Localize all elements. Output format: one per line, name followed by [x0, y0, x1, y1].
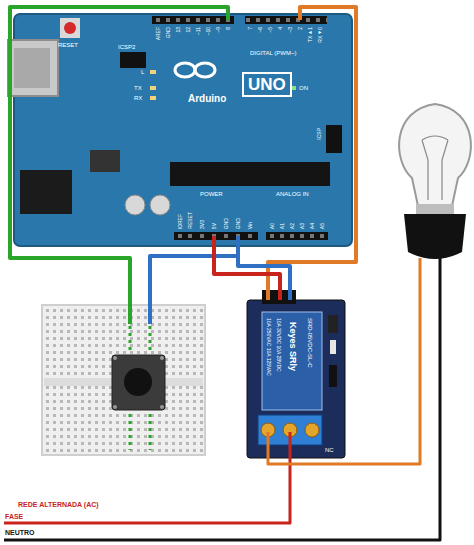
- label-text: AREF: [156, 27, 161, 40]
- label-text: DIGITAL (PWM~): [250, 50, 297, 56]
- label-text: 7: [248, 27, 253, 30]
- label-text: A4: [310, 223, 315, 229]
- relay-module-art: [247, 284, 345, 458]
- label-text: A5: [320, 223, 325, 229]
- label-text: RX◄0: [318, 27, 323, 43]
- label-text: RESET: [58, 42, 78, 48]
- label-text: TX►1: [308, 27, 313, 42]
- label-text: 5V: [212, 223, 217, 229]
- label-text: REDE ALTERNADA (AC): [18, 501, 99, 508]
- label-text: 10A 30VDC 10A 28VDC: [276, 318, 281, 372]
- label-text: GND: [236, 218, 241, 229]
- relay-module: Keyes SRly SRD-05VDC-SL-C: [247, 300, 345, 458]
- label-text: 8: [226, 27, 231, 30]
- brand-text: Keyes SRly: [288, 322, 297, 371]
- label-text: ~6: [258, 27, 263, 33]
- label-text: GND: [224, 218, 229, 229]
- arduino-board-art: [8, 14, 352, 246]
- label-text: POWER: [200, 191, 223, 197]
- label-text: 3V3: [200, 220, 205, 229]
- label-text: ~5: [268, 27, 273, 33]
- label-text: A2: [290, 223, 295, 229]
- label-text: ~9: [216, 27, 221, 33]
- label-text: TX: [134, 85, 142, 91]
- label-text: 13: [176, 27, 181, 33]
- brand-text: Arduino: [188, 94, 226, 104]
- label-text: L: [141, 69, 144, 75]
- label-text: ICSP: [317, 128, 322, 140]
- wire-connector: [238, 246, 290, 300]
- label-text: ~11: [196, 27, 201, 35]
- label-text: A1: [280, 223, 285, 229]
- label-text: NEUTRO: [5, 529, 35, 536]
- wire-connector: [214, 246, 280, 300]
- label-text: ~10: [206, 27, 211, 35]
- breadboard: [42, 305, 205, 455]
- label-text: ICSP2: [118, 44, 135, 50]
- label-text: 2: [298, 27, 303, 30]
- label-text: Vin: [248, 222, 253, 229]
- label-text: 4: [278, 27, 283, 30]
- label-text: RESET: [188, 212, 193, 229]
- label-text: ON: [299, 85, 308, 91]
- label-text: IOREF: [178, 214, 183, 229]
- label-text: 12: [186, 27, 191, 33]
- model-text: SRD-05VDC-SL-C: [307, 318, 313, 368]
- label-text: GND: [166, 27, 171, 38]
- label-text: ANALOG IN: [276, 191, 309, 197]
- label-text: FASE: [5, 513, 23, 520]
- model-text: UNO: [242, 72, 292, 97]
- label-text: A0: [270, 223, 275, 229]
- arduino-board: Arduino UNO: [14, 14, 352, 246]
- lamp: [399, 104, 471, 259]
- label-text: ~3: [288, 27, 293, 33]
- wires-static: [4, 7, 440, 540]
- label-text: NC: [325, 447, 334, 453]
- label-text: A3: [300, 223, 305, 229]
- label-text: RX: [134, 95, 142, 101]
- label-text: 10A 250VAC 10A 125VAC: [266, 318, 271, 376]
